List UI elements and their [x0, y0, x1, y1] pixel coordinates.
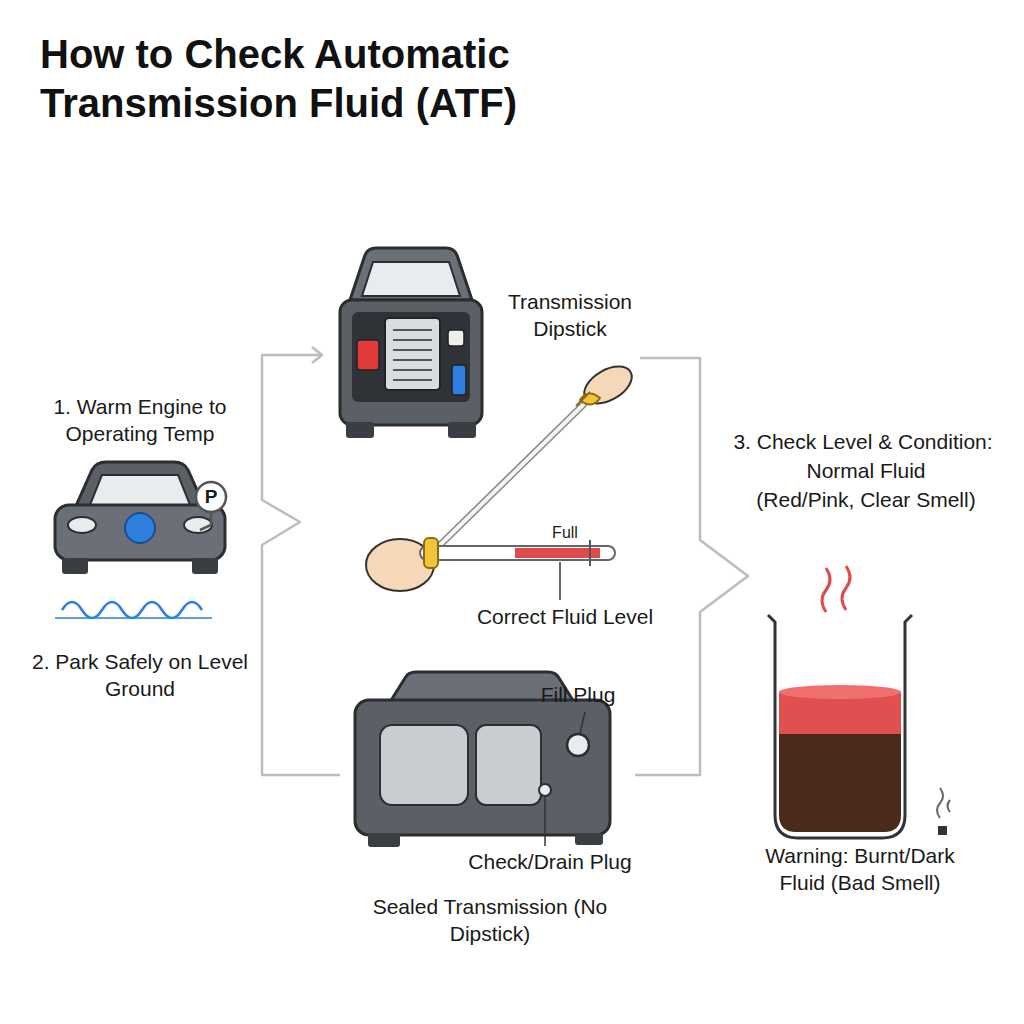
step-label: 2. Park Safely on Level Ground	[30, 648, 250, 703]
part-label: Transmission Dipstick	[480, 288, 660, 343]
title: How to Check Automatic Transmission Flui…	[40, 30, 640, 128]
warning-label: Warning: Burnt/Dark Fluid (Bad Smell)	[740, 842, 980, 897]
step-label: 3. Check Level & Condition:	[708, 428, 1018, 455]
fluid-beaker	[768, 566, 950, 838]
parked-car-icon	[55, 462, 226, 618]
part-label: Fill Plug	[523, 681, 633, 708]
level-mark: Full	[545, 523, 585, 544]
caption-label: Sealed Transmission (No Dipstick)	[365, 893, 615, 948]
park-symbol: P	[196, 485, 226, 510]
step-label: (Red/Pink, Clear Smell)	[726, 486, 1006, 513]
step-label: 1. Warm Engine to Operating Temp	[20, 393, 260, 448]
part-label: Correct Fluid Level	[455, 603, 675, 630]
part-label: Check/Drain Plug	[455, 848, 645, 875]
step-label: Normal Fluid	[766, 457, 966, 484]
dipstick	[366, 359, 638, 600]
engine-bay-car	[340, 248, 482, 438]
